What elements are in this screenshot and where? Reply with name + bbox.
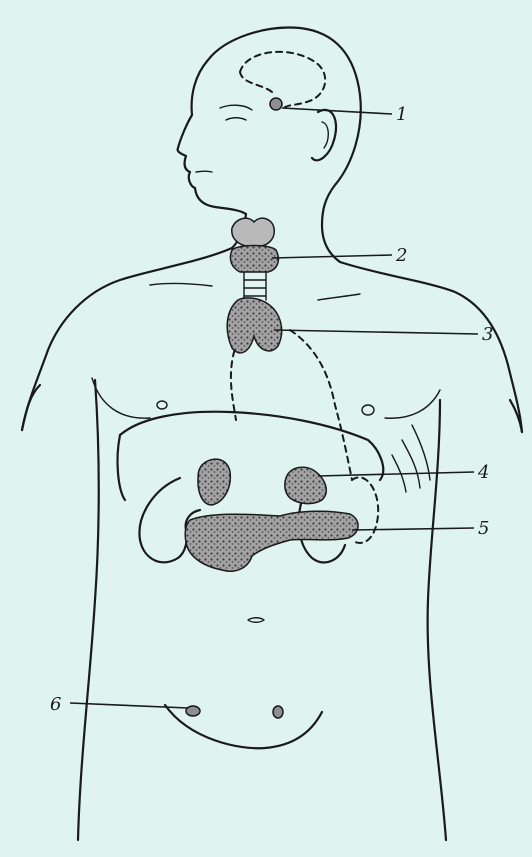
leader-line-5 [352,528,474,530]
pituitary-gland [270,98,282,110]
label-2: 2 [395,245,407,266]
larynx [232,218,274,246]
thyroid-gland [230,246,278,273]
pancreas [185,511,358,571]
dash-vessel-right [290,330,352,480]
gonad-left [186,706,200,716]
label-5: 5 [478,518,489,539]
adrenal-gland-right [285,467,326,503]
thymus-gland [227,298,281,353]
leader-line-1 [282,108,392,114]
trachea-rings [244,280,266,296]
adrenal-gland-left [198,459,230,505]
leader-line-4 [318,472,474,476]
liver-edge [118,435,125,500]
label-3: 3 [482,324,493,345]
head-outline [178,28,361,225]
label-6: 6 [50,694,61,715]
gonad-right [273,706,283,718]
diaphragm-outline [120,412,383,480]
label-1: 1 [396,104,407,125]
label-4: 4 [477,462,489,483]
leader-line-3 [274,330,478,334]
